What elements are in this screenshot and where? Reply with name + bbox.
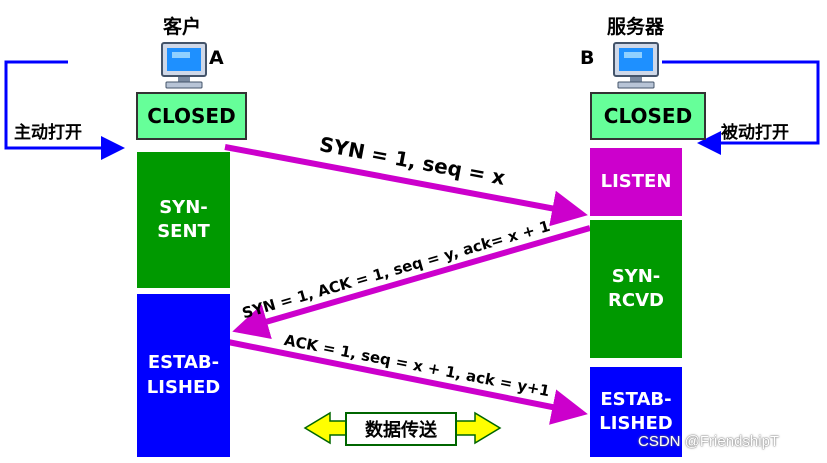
client-open-label: 主动打开 bbox=[14, 123, 82, 143]
client-title: 客户 bbox=[163, 16, 202, 38]
client-state-established: ESTAB- LISHED bbox=[137, 294, 230, 457]
server-state-listen: LISTEN bbox=[590, 148, 682, 216]
server-open-line bbox=[662, 60, 820, 155]
data-transfer-label: 数据传送 bbox=[345, 412, 457, 446]
syn-arrow bbox=[224, 144, 588, 227]
client-computer-icon bbox=[161, 42, 207, 89]
client-state-closed: CLOSED bbox=[136, 92, 247, 140]
server-state-established: ESTAB- LISHED bbox=[590, 367, 682, 457]
ack-arrow bbox=[227, 339, 588, 425]
server-state-syn-rcvd: SYN- RCVD bbox=[590, 220, 682, 358]
server-title: 服务器 bbox=[607, 16, 665, 38]
server-state-closed: CLOSED bbox=[590, 92, 706, 140]
synack-arrow bbox=[232, 225, 591, 339]
watermark: CSDN @FriendshipT bbox=[638, 433, 780, 450]
client-open-line bbox=[4, 60, 125, 160]
server-letter: B bbox=[580, 47, 595, 69]
server-open-label: 被动打开 bbox=[721, 123, 789, 143]
client-state-syn-sent: SYN- SENT bbox=[137, 152, 230, 288]
server-computer-icon bbox=[613, 42, 659, 89]
client-letter: A bbox=[209, 47, 224, 69]
